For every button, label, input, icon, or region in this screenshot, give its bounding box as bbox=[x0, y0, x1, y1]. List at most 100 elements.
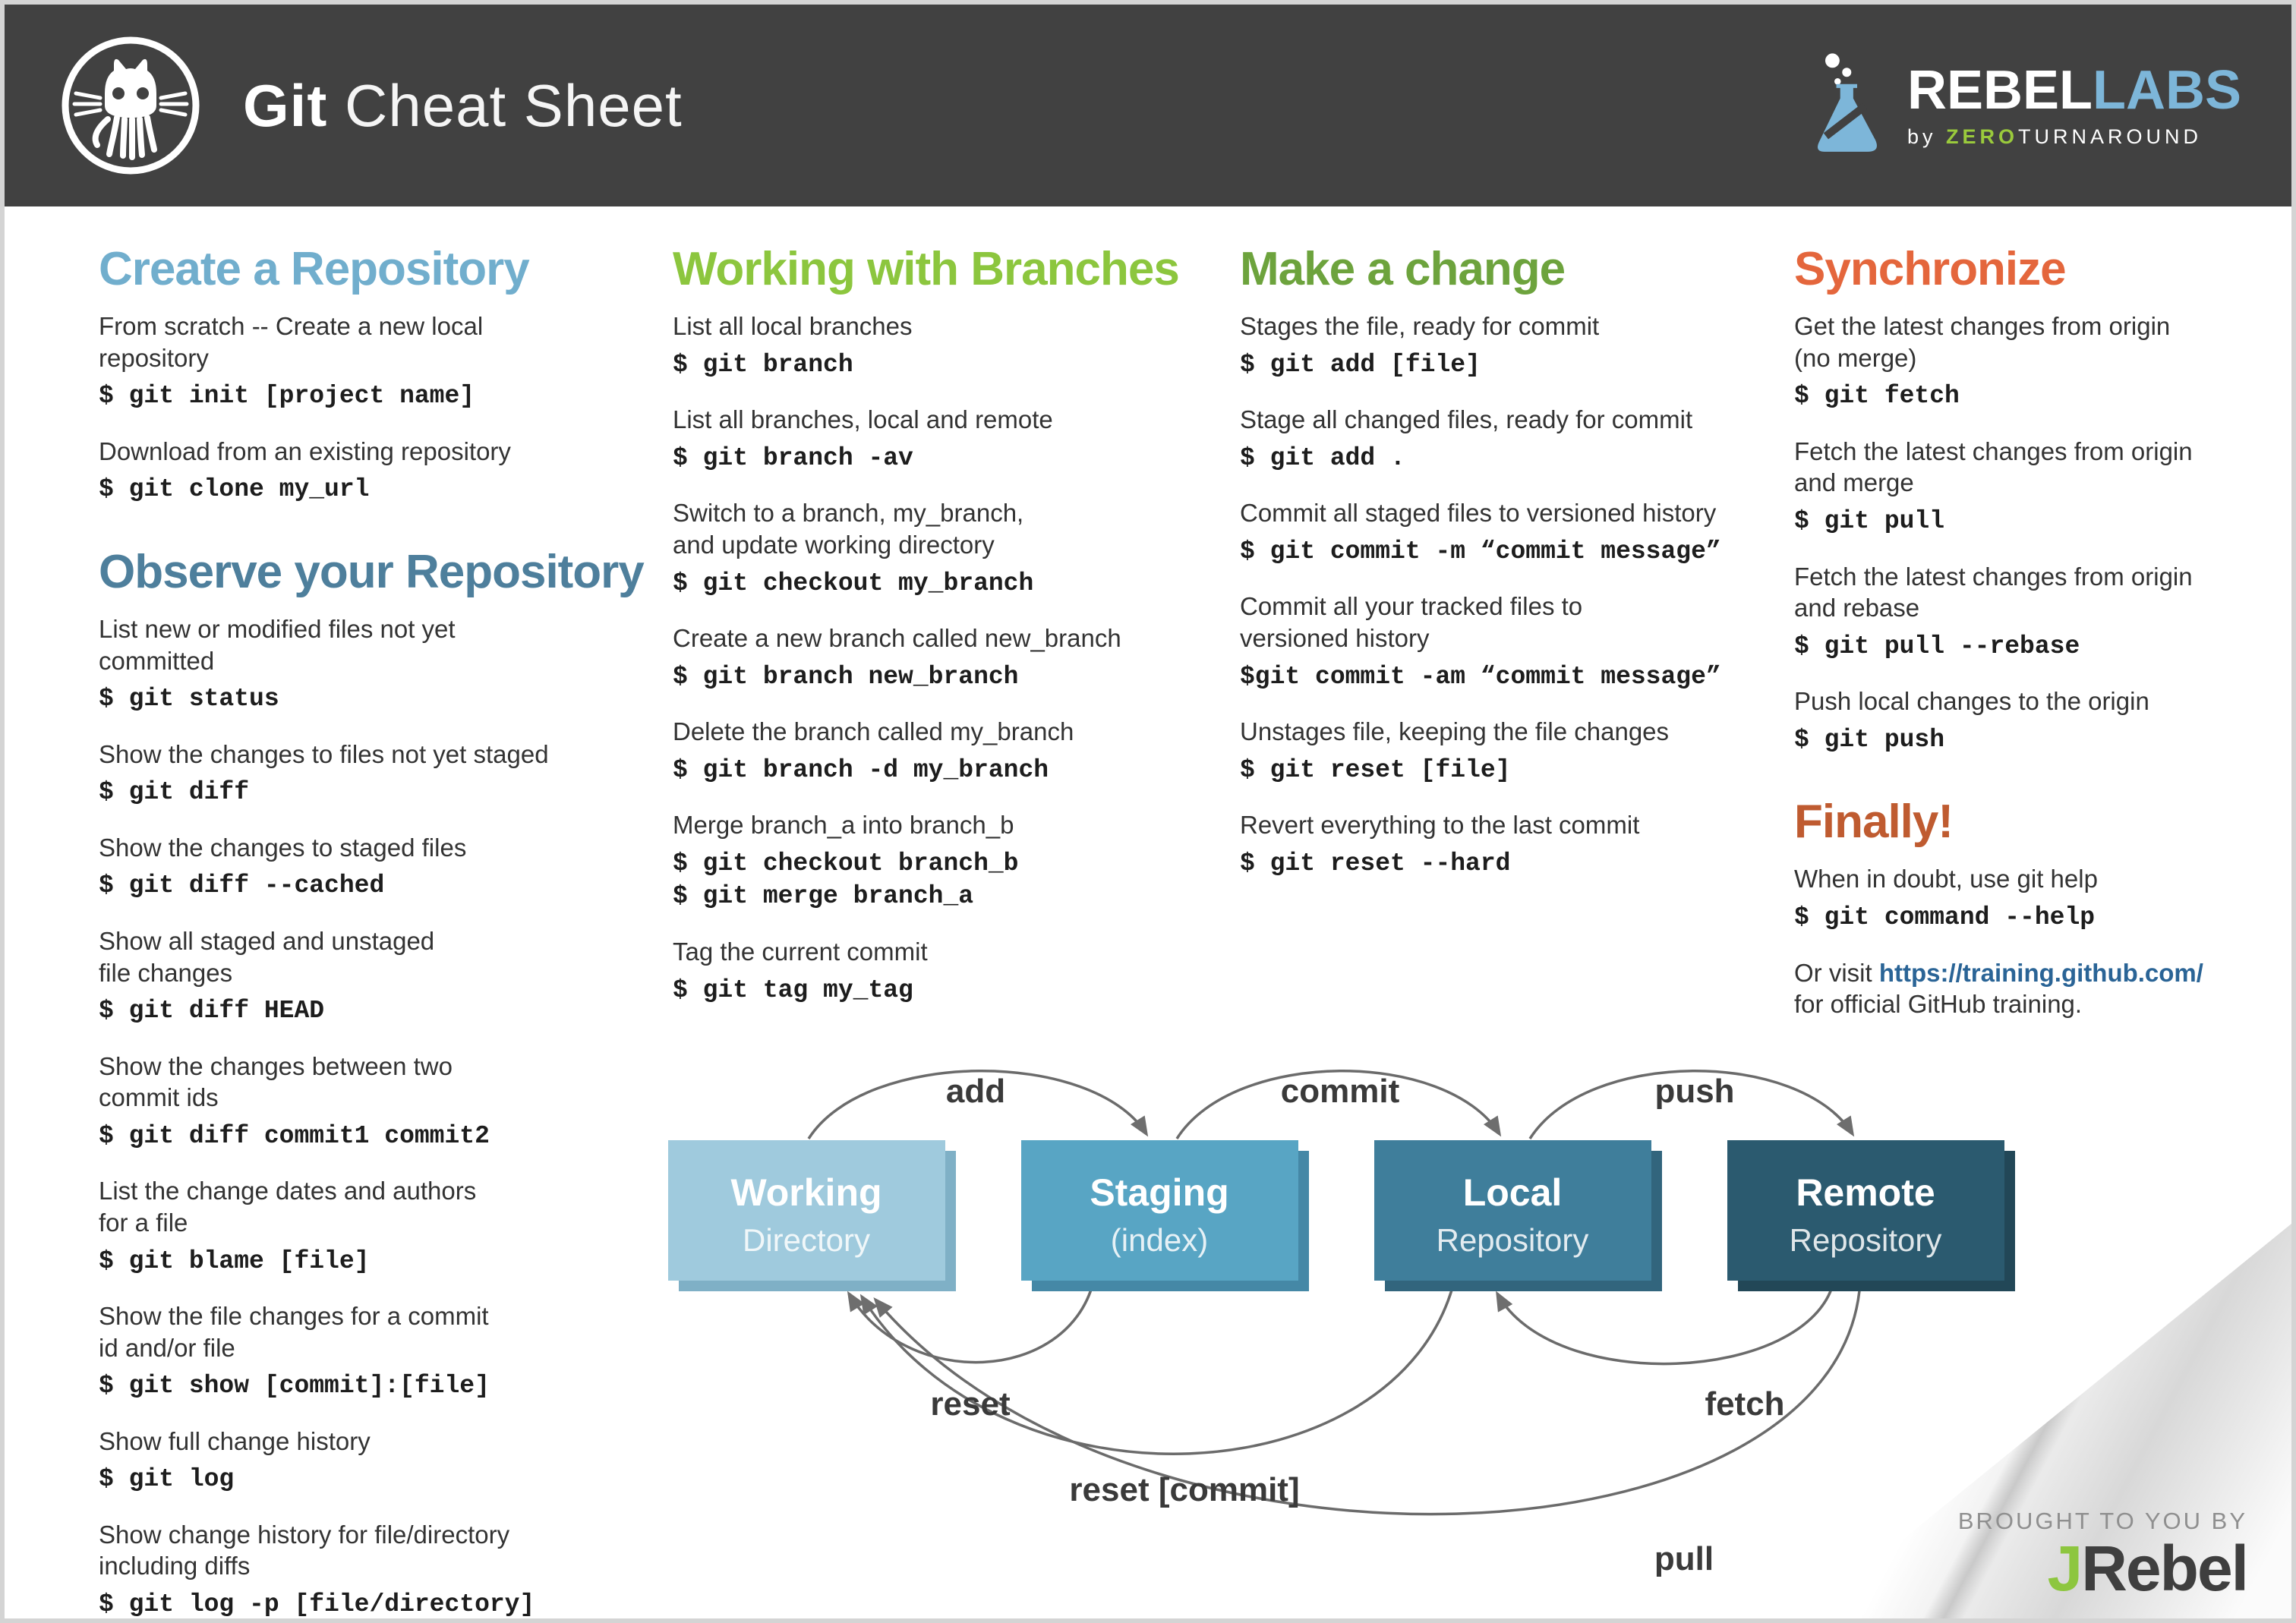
cheat-item: Or visit https://training.github.com/ fo… bbox=[1794, 957, 2257, 1020]
git-command: $ git show [commit]:[file] bbox=[99, 1372, 490, 1401]
cheat-item: Push local changes to the origin $ git pu… bbox=[1794, 685, 2257, 756]
cheat-item: Delete the branch called my_branch$ git … bbox=[673, 716, 1204, 786]
diagram-box-staging-index: Staging (index) bbox=[1021, 1140, 1309, 1291]
jrebel-j: J bbox=[2047, 1532, 2083, 1604]
rebellabs-byline: by ZEROTURNAROUND bbox=[1907, 125, 2202, 149]
box-title-local: Local bbox=[1463, 1171, 1563, 1214]
footer-tagline: BROUGHT TO YOU BY bbox=[1957, 1507, 2247, 1534]
item-description: Show all staged and unstaged file change… bbox=[99, 926, 435, 987]
page-title-git: Git bbox=[243, 71, 328, 139]
git-command: $ git reset --hard bbox=[1240, 849, 1511, 878]
flow-label-reset: reset bbox=[930, 1385, 1011, 1423]
item-description: Show full change history bbox=[99, 1426, 371, 1455]
rebellabs-logo: REBELLABS by ZEROTURNAROUND bbox=[1802, 49, 2241, 162]
rebellabs-labs: LABS bbox=[2093, 59, 2241, 121]
github-octocat-icon bbox=[55, 30, 207, 181]
arrow-reset-commit bbox=[859, 1281, 1456, 1455]
item-description: Tag the current commit bbox=[673, 937, 928, 966]
box-subtitle-local-repository: Repository bbox=[1437, 1222, 1589, 1258]
rebellabs-rebel: REBEL bbox=[1906, 59, 2093, 121]
flow-label-commit: commit bbox=[1281, 1073, 1400, 1110]
git-command: $ git command --help bbox=[1794, 903, 2096, 931]
flow-label-reset-commit: reset [commit] bbox=[1069, 1471, 1299, 1508]
git-command: $ git add [file] bbox=[1240, 350, 1481, 379]
git-flow-diagram: add commit push reset reset [commit] fet… bbox=[668, 1070, 2015, 1577]
header-bar: Git Cheat Sheet REBELLABS by ZEROTURNARO… bbox=[5, 5, 2291, 206]
cheat-item: Switch to a branch, my_branch, and updat… bbox=[673, 497, 1204, 600]
cheat-item: Show all staged and unstaged file change… bbox=[99, 925, 592, 1028]
cheat-item: List all branches, local and remote $ git… bbox=[673, 404, 1204, 474]
git-command: $ git diff bbox=[99, 778, 250, 807]
item-description: Fetch the latest changes from origin and… bbox=[1794, 562, 2193, 622]
box-title-remote: Remote bbox=[1796, 1171, 1935, 1214]
git-command: $ git merge branch_a bbox=[673, 882, 974, 911]
git-command: $ git diff commit1 commit2 bbox=[99, 1121, 490, 1150]
github-training-link[interactable]: https://training.github.com/ bbox=[1878, 958, 2203, 987]
item-description: Get the latest changes from origin (no m… bbox=[1794, 312, 2171, 372]
cheat-item: Merge branch_a into branch_b$ git checko… bbox=[673, 809, 1204, 913]
item-description: List all branches, local and remote bbox=[673, 405, 1053, 434]
arrow-push bbox=[1528, 1070, 1855, 1139]
git-command: $ git pull --rebase bbox=[1794, 632, 2080, 660]
item-description: Merge branch_a into branch_b bbox=[673, 811, 1014, 840]
page-title-cheatsheet: Cheat Sheet bbox=[327, 71, 683, 139]
rebellabs-flask-icon bbox=[1802, 49, 1894, 162]
cheat-item: Create a new branch called new_branch$ g… bbox=[673, 622, 1204, 693]
cheat-item: List the change dates and authors for a … bbox=[99, 1175, 592, 1278]
git-command: $ git branch -av bbox=[673, 443, 913, 472]
box-title-working: Working bbox=[730, 1171, 882, 1214]
item-description: Show change history for file/directory i… bbox=[99, 1520, 510, 1580]
cheat-item: Download from an existing repository$ gi… bbox=[99, 436, 592, 506]
item-description: List the change dates and authors for a … bbox=[99, 1177, 477, 1237]
item-description: Push local changes to the origin bbox=[1794, 687, 2149, 716]
item-description: Show the changes to files not yet staged bbox=[99, 739, 549, 768]
box-subtitle-remote-repository: Repository bbox=[1790, 1222, 1942, 1258]
cheat-item: Tag the current commit $ git tag my_tag bbox=[673, 936, 1204, 1007]
git-command: $ git clone my_url bbox=[99, 475, 370, 504]
cheat-item: Show the changes between two commit ids $… bbox=[99, 1051, 592, 1153]
item-description: List all local branches bbox=[673, 312, 913, 341]
jrebel-rebel: Rebel bbox=[2081, 1532, 2249, 1604]
git-command: $git commit -am “commit message” bbox=[1240, 662, 1721, 691]
arrow-commit bbox=[1175, 1070, 1502, 1139]
git-command: $ git tag my_tag bbox=[673, 975, 913, 1004]
diagram-box-local-repository: Local Repository bbox=[1374, 1140, 1662, 1291]
item-description: Show the changes between two commit ids bbox=[99, 1051, 453, 1112]
byline-turnaround: TURNAROUND bbox=[2018, 124, 2203, 148]
git-command: $ git status bbox=[99, 685, 279, 714]
item-description: Show the changes to staged files bbox=[99, 833, 467, 862]
git-command: $ git add . bbox=[1240, 443, 1405, 472]
git-command: $ git branch -d my_branch bbox=[673, 755, 1049, 784]
cheat-item: Show the changes to staged files$ git di… bbox=[99, 832, 592, 903]
arrow-add bbox=[807, 1070, 1149, 1139]
item-description: Stages the file, ready for commit bbox=[1240, 312, 1600, 341]
git-command: $ git blame [file] bbox=[99, 1246, 370, 1275]
cheat-item: Show the changes to files not yet staged… bbox=[99, 739, 592, 809]
item-description: Stage all changed files, ready for commi… bbox=[1240, 405, 1693, 434]
cheat-item: Commit all your tracked files to version… bbox=[1240, 591, 1787, 693]
item-description: From scratch -- Create a new local repos… bbox=[99, 312, 484, 372]
flow-label-pull: pull bbox=[1654, 1540, 1714, 1577]
cheat-item: Show the file changes for a commit id an… bbox=[99, 1300, 592, 1403]
cheat-item: Unstages file, keeping the file changes$… bbox=[1240, 716, 1787, 786]
cheat-item: List new or modified files not yet commi… bbox=[99, 613, 592, 716]
section-heading-make-a-change: Make a change bbox=[1240, 243, 1566, 295]
arrow-fetch bbox=[1496, 1281, 1835, 1366]
diagram-box-working-directory: Working Directory bbox=[668, 1140, 956, 1291]
cheat-item: Fetch the latest changes from origin and… bbox=[1794, 436, 2257, 538]
section-heading-finally: Finally! bbox=[1794, 796, 1954, 849]
git-command: $ git commit -m “commit message” bbox=[1240, 537, 1721, 566]
box-subtitle-index: (index) bbox=[1111, 1222, 1208, 1258]
item-description: Fetch the latest changes from origin and… bbox=[1794, 436, 2193, 497]
flow-label-fetch: fetch bbox=[1705, 1385, 1784, 1423]
git-command: $ git diff HEAD bbox=[99, 997, 325, 1026]
diagram-box-remote-repository: Remote Repository bbox=[1727, 1140, 2015, 1291]
page-title: Git Cheat Sheet bbox=[243, 71, 683, 140]
item-description: Create a new branch called new_branch bbox=[673, 624, 1121, 653]
git-command: $ git push bbox=[1794, 725, 1945, 754]
cheat-item: Show full change history$ git log bbox=[99, 1426, 592, 1496]
